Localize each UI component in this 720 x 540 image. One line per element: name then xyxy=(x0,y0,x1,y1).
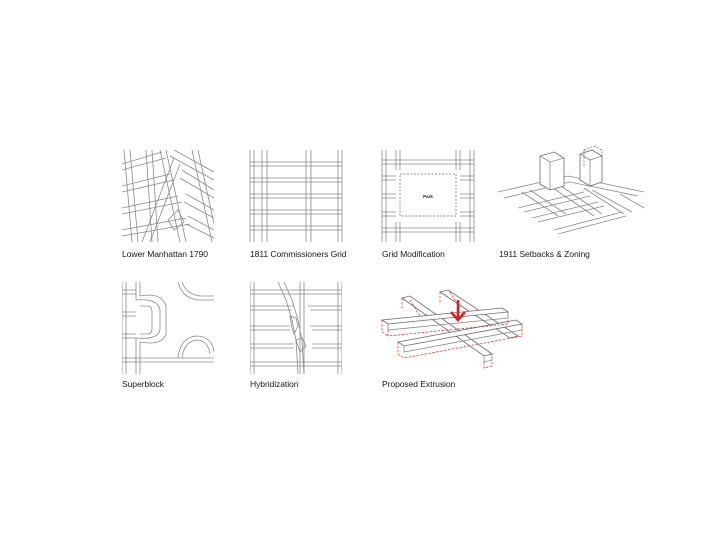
diagram-hybridization: Hybridization xyxy=(250,282,342,392)
lower-manhattan-street-map xyxy=(122,150,214,242)
tower-right-setback xyxy=(579,145,603,187)
superblock-map xyxy=(122,282,214,374)
diagram-grid-modification: Park Grid Modification xyxy=(381,150,475,260)
park-label: Park xyxy=(423,194,433,199)
extrusion-slabs xyxy=(380,289,524,363)
caption-setbacks-zoning: 1911 Setbacks & Zoning xyxy=(499,249,590,259)
diagram-superblock: Superblock xyxy=(122,282,214,392)
diagram-setbacks-zoning: 1911 Setbacks & Zoning xyxy=(497,145,648,260)
caption-hybridization: Hybridization xyxy=(250,379,299,389)
diagram-commissioners-grid: 1811 Commissioners Grid xyxy=(249,150,347,260)
arrow-down-icon xyxy=(450,300,466,322)
park-boundary xyxy=(399,173,457,217)
tower-left xyxy=(539,151,565,191)
grid-modification-map: Park xyxy=(381,150,475,242)
caption-proposed-extrusion: Proposed Extrusion xyxy=(382,379,456,389)
commissioners-grid-map xyxy=(249,150,343,242)
hybridization-map xyxy=(250,282,342,374)
diagram-lower-manhattan: Lower Manhattan 1790 xyxy=(122,150,214,260)
proposed-extrusion-axonometric xyxy=(380,289,524,369)
extrusion-projection-lines xyxy=(381,291,523,369)
setbacks-zoning-axonometric xyxy=(497,145,645,235)
caption-grid-modification: Grid Modification xyxy=(382,249,445,259)
caption-lower-manhattan: Lower Manhattan 1790 xyxy=(122,249,208,259)
caption-commissioners-grid: 1811 Commissioners Grid xyxy=(250,249,347,259)
diagram-proposed-extrusion: Proposed Extrusion xyxy=(380,289,525,392)
caption-superblock: Superblock xyxy=(122,379,164,389)
